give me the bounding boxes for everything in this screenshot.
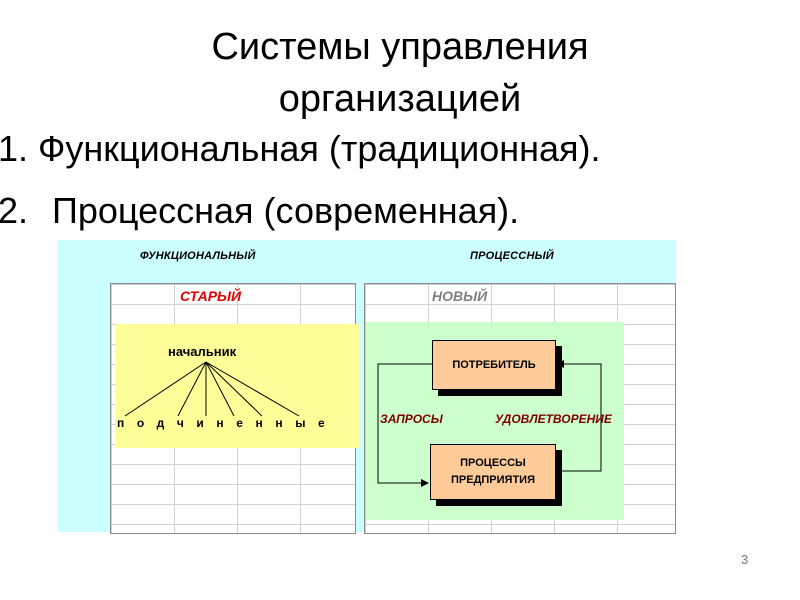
- list-item-functional: 1. Функциональная (традиционная).: [0, 128, 601, 169]
- list-item-text: Процессная (современная).: [52, 190, 520, 231]
- slide-title-line-1: Системы управления: [211, 26, 589, 68]
- list-item-number: 2.: [0, 190, 29, 231]
- consumer-box: ПОТРЕБИТЕЛЬ: [432, 340, 556, 390]
- requests-label: ЗАПРОСЫ: [380, 412, 443, 426]
- diagram-panel: ФУНКЦИОНАЛЬНЫЙ ПРОЦЕССНЫЙ СТАРЫЙ НОВЫЙ н…: [58, 240, 676, 534]
- process-box-line-2: ПРЕДПРИЯТИЯ: [450, 474, 535, 486]
- page-number: 3: [741, 552, 749, 567]
- list-item-process: 2. Процессная (современная).: [0, 190, 519, 232]
- functional-panel-label: ФУНКЦИОНАЛЬНЫЙ: [140, 250, 256, 262]
- hierarchy-lines: [124, 361, 300, 417]
- slide-title-line-2: организацией: [278, 78, 522, 120]
- hierarchy-block: [115, 324, 359, 448]
- enterprise-process-box: ПРОЦЕССЫ ПРЕДПРИЯТИЯ: [430, 444, 556, 500]
- process-flow-arrows: [377, 360, 602, 487]
- subordinates-label: подчиненные: [117, 416, 338, 430]
- diagram-lines: [124, 360, 602, 487]
- consumer-box-label: ПОТРЕБИТЕЛЬ: [452, 359, 536, 371]
- old-tag: СТАРЫЙ: [180, 288, 242, 304]
- new-tag: НОВЫЙ: [432, 288, 488, 304]
- satisfaction-label: УДОВЛЕТВОРЕНИЕ: [495, 412, 612, 426]
- process-box-line-1: ПРОЦЕССЫ: [460, 457, 526, 469]
- boss-label: начальник: [168, 344, 237, 359]
- process-panel-label: ПРОЦЕССНЫЙ: [470, 250, 554, 262]
